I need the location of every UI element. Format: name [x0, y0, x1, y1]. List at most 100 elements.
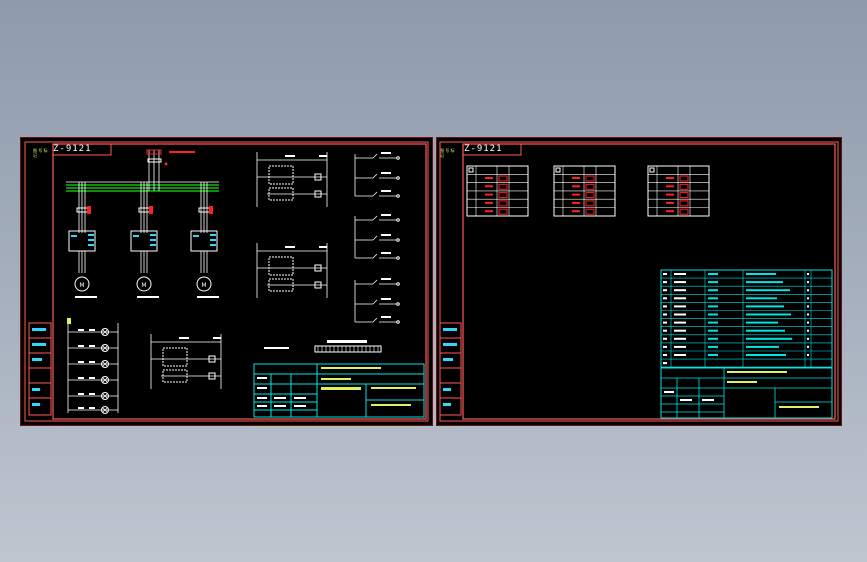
- relay-contact: [372, 235, 378, 241]
- wiring-table: [466, 165, 529, 217]
- contactor-label: [71, 235, 77, 237]
- parts-spec: [746, 329, 785, 332]
- red-marker: [164, 162, 168, 166]
- control-circuit: [256, 152, 328, 207]
- fuse-marker: [209, 206, 213, 214]
- ladder-label: [78, 345, 84, 347]
- parts-code: [674, 305, 686, 308]
- table-red-mark: [679, 208, 689, 215]
- relay-column: [354, 278, 400, 324]
- motor-label: M: [141, 282, 146, 289]
- table-red-mark: [585, 175, 595, 182]
- left-inner-frame: [52, 143, 427, 420]
- relay-label: [381, 152, 391, 154]
- right-outer-frame: [439, 141, 839, 422]
- motor-caption: [137, 296, 159, 298]
- left-title-block-text: [321, 367, 416, 406]
- terminal-strip: [314, 345, 382, 353]
- table-red-mark: [585, 192, 595, 199]
- parts-spec: [746, 313, 791, 316]
- relay-terminal: [396, 218, 400, 222]
- motor-label: M: [201, 282, 206, 289]
- coil-symbol: [208, 372, 216, 380]
- left-title-block-text-white: [257, 377, 306, 407]
- table-head-mark: [555, 167, 561, 173]
- indicator-lamp: [101, 392, 109, 400]
- table-red-mark: [679, 192, 689, 199]
- parts-index: [663, 273, 667, 275]
- parts-name: [708, 329, 718, 332]
- lamp-cross: [102, 361, 108, 367]
- parts-list: [660, 269, 833, 368]
- parts-index: [663, 329, 667, 332]
- parts-name: [708, 289, 718, 292]
- relay-terminal: [396, 194, 400, 198]
- contactor-label: [210, 239, 216, 241]
- motor-branch: M: [130, 182, 159, 298]
- table-red-text: [572, 210, 580, 213]
- motor-branch: M: [68, 182, 97, 298]
- contactor-label: [88, 234, 94, 236]
- table-red-mark: [585, 200, 595, 207]
- right-revision-strip: [439, 322, 462, 416]
- relay-terminal: [396, 156, 400, 160]
- contactor-label: [88, 239, 94, 241]
- ladder-label: [89, 361, 95, 363]
- indicator-ladder: [67, 318, 119, 414]
- table-red-text: [666, 177, 674, 179]
- table-red-text: [485, 177, 493, 179]
- motor-caption: [197, 296, 219, 298]
- parts-code: [674, 345, 686, 348]
- left-revision-labels: [32, 328, 46, 406]
- table-red-text: [666, 201, 674, 204]
- relay-terminal: [396, 256, 400, 260]
- contactor-label: [133, 235, 139, 237]
- ladder-label: [78, 377, 84, 379]
- title-block-text: [779, 406, 819, 408]
- main-breaker-mark: [146, 149, 162, 155]
- parts-name: [708, 273, 718, 275]
- relay-terminal: [396, 238, 400, 242]
- lamp-cross: [102, 329, 108, 335]
- ctrl-label: [179, 337, 189, 339]
- contactor-label: [193, 235, 199, 237]
- contactor-label: [150, 244, 156, 246]
- parts-index: [663, 305, 667, 308]
- table-head-mark: [468, 167, 474, 173]
- table-red-mark: [679, 183, 689, 190]
- indicator-lamp: [101, 360, 109, 368]
- coil-symbol: [314, 173, 322, 181]
- interlock-box: [268, 165, 294, 185]
- coil-symbol: [314, 190, 322, 198]
- parts-code: [674, 354, 686, 356]
- parts-code: [674, 281, 686, 284]
- interlock-box: [268, 256, 294, 276]
- motor-caption: [75, 296, 97, 298]
- parts-qty: [807, 354, 809, 356]
- ladder-fuse: [67, 318, 71, 324]
- parts-spec: [746, 281, 783, 284]
- title-block-text: [727, 371, 787, 373]
- parts-code: [674, 321, 686, 324]
- relay-contact: [372, 215, 378, 221]
- relay-contact: [372, 173, 378, 179]
- parts-index: [663, 289, 667, 292]
- parts-index: [663, 321, 667, 324]
- table-red-text: [485, 210, 493, 213]
- relay-label: [381, 278, 391, 280]
- left-revision-strip: [28, 322, 52, 416]
- parts-name: [708, 281, 718, 284]
- ctrl-label: [319, 246, 327, 248]
- indicator-lamp: [101, 376, 109, 384]
- parts-code: [674, 337, 686, 340]
- motor-symbol: [74, 276, 90, 292]
- fuse-marker: [87, 206, 91, 214]
- left-drawing-code: Z-9121: [53, 144, 92, 154]
- right-side-tag: 图 号 标 记: [440, 148, 455, 158]
- control-label: [264, 347, 289, 349]
- parts-index: [663, 281, 667, 284]
- table-red-mark: [585, 208, 595, 215]
- title-block-text: [664, 391, 674, 393]
- ctrl-label: [285, 246, 295, 248]
- parts-spec: [746, 345, 779, 348]
